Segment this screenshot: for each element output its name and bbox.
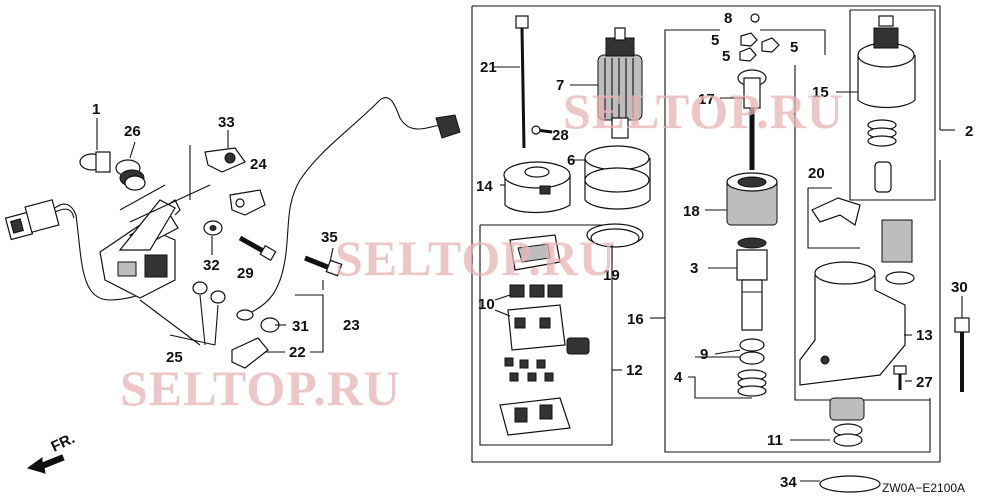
clamp-24-part <box>229 189 266 216</box>
watermark-middle: SELTOP.RU <box>335 230 616 286</box>
lever-part <box>811 197 861 226</box>
gear-18-part <box>726 172 778 226</box>
solenoid-part <box>857 15 916 193</box>
callout-35: 35 <box>321 229 338 246</box>
callout-3: 3 <box>690 260 698 277</box>
callout-24: 24 <box>250 156 267 173</box>
snap-ring-part <box>586 223 644 248</box>
callout-21: 21 <box>480 59 497 76</box>
callout-33: 33 <box>218 114 235 131</box>
drive-housing-part <box>799 261 906 386</box>
brush-holder-box <box>479 224 613 446</box>
callout-4: 4 <box>674 369 683 386</box>
callout-6: 6 <box>567 152 575 169</box>
callout-25: 25 <box>166 349 183 366</box>
through-bolt-part <box>515 15 529 149</box>
terminal-boot-part <box>231 337 269 369</box>
callout-11: 11 <box>767 432 783 449</box>
bolt-35-part <box>304 255 343 277</box>
callout-30: 30 <box>951 279 968 296</box>
callout-32: 32 <box>203 257 220 274</box>
starter-frame-box <box>471 5 955 463</box>
callout-1: 1 <box>92 101 100 118</box>
callout-7: 7 <box>556 77 564 94</box>
solenoid-box <box>849 9 936 201</box>
watermark-bottom: SELTOP.RU <box>120 360 401 416</box>
grommet-part <box>79 118 111 173</box>
collar-part <box>739 338 765 352</box>
callout-23: 23 <box>343 317 360 334</box>
nut-part <box>210 290 226 304</box>
spring-4-part <box>737 369 767 397</box>
bushing-part <box>115 141 146 191</box>
leader-lines <box>119 66 963 482</box>
callout-34: 34 <box>780 474 797 491</box>
bolt-29-part <box>238 235 277 262</box>
callout-5c: 5 <box>722 48 730 65</box>
o-ring-part <box>819 475 881 493</box>
callout-labels: 1 2 3 4 5 5 5 6 7 8 9 10 11 12 13 14 15 … <box>92 10 973 491</box>
seal-part <box>881 219 915 285</box>
callout-13: 13 <box>916 327 933 344</box>
front-direction-arrow: FR. <box>26 430 78 474</box>
end-cover-part <box>503 161 571 214</box>
callout-27: 27 <box>916 374 933 391</box>
watermarks: SELTOP.RU SELTOP.RU SELTOP.RU <box>120 83 844 416</box>
callout-2: 2 <box>965 123 973 140</box>
watermark-top: SELTOP.RU <box>563 83 844 139</box>
callout-10: 10 <box>478 296 495 313</box>
callout-8: 8 <box>724 10 732 27</box>
diagram-code: ZW0A−E2100A <box>882 481 965 495</box>
sleeve-part <box>584 145 651 210</box>
callout-5b: 5 <box>790 39 798 56</box>
lever-box <box>807 187 860 249</box>
callout-28: 28 <box>552 127 569 144</box>
callout-19: 19 <box>603 267 620 284</box>
callout-14: 14 <box>476 178 493 195</box>
starter-cable-part <box>236 97 461 321</box>
callout-9: 9 <box>700 346 708 363</box>
brush-holder-part <box>499 234 590 436</box>
relay-assembly <box>4 199 181 301</box>
bolt-30-part <box>954 317 970 392</box>
callout-18: 18 <box>683 203 700 220</box>
pinion-part <box>736 237 768 331</box>
bracket-16-box <box>664 29 931 453</box>
gear-11-part <box>829 397 865 447</box>
nut-5-parts <box>739 32 780 62</box>
callout-5a: 5 <box>711 32 719 49</box>
callout-29: 29 <box>237 265 254 282</box>
callout-17: 17 <box>698 91 715 108</box>
nut-part <box>192 281 208 295</box>
callout-26: 26 <box>124 123 141 140</box>
ball-part <box>750 13 760 23</box>
armature-part <box>597 27 643 139</box>
callout-12: 12 <box>626 362 643 379</box>
clip-33-part <box>204 130 246 173</box>
callout-16: 16 <box>627 311 644 328</box>
callout-22: 22 <box>289 344 306 361</box>
front-label: FR. <box>49 430 78 456</box>
callout-31: 31 <box>292 318 309 335</box>
callout-20: 20 <box>808 165 825 182</box>
shaft-part <box>737 69 767 170</box>
callout-15: 15 <box>812 84 829 101</box>
